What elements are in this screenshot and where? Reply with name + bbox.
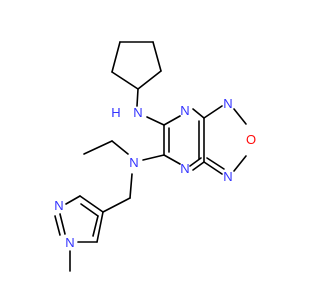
bond-oxadiazole xyxy=(203,161,223,175)
bond-pyrazole xyxy=(59,213,66,235)
atom-label-n-tertiary: N xyxy=(129,155,138,170)
bond-pyrazole-double xyxy=(54,215,61,236)
bond-cyclopentyl xyxy=(152,41,162,72)
molecule-structure-diagram: H N N N N O N N N N xyxy=(54,41,256,272)
bond-cyclopentyl-nh xyxy=(136,88,139,107)
bond-cyclopentyl xyxy=(137,70,162,90)
bond-oxadiazole xyxy=(233,108,247,125)
atom-label-n-pyrazine-top: N xyxy=(180,103,189,118)
bond-ntert-ch2 xyxy=(129,173,133,199)
bond-pyrazole-double xyxy=(92,215,99,237)
bond-pyrazole xyxy=(96,211,104,243)
atom-label-h: H xyxy=(111,105,120,120)
bond-oxadiazole-double xyxy=(206,157,225,170)
bond-pyrazine xyxy=(163,154,181,165)
bond-cyclopentyl xyxy=(111,71,139,90)
atom-label-n-pyrazole-1: N xyxy=(65,235,74,250)
bond-ethyl xyxy=(83,140,113,155)
atom-label-n-pyrazine-bottom: N xyxy=(180,161,189,176)
bond-oxadiazole xyxy=(233,155,247,172)
bond-pyrazine xyxy=(163,115,181,126)
bond-pyrazole xyxy=(79,195,104,213)
bond-pyrazole xyxy=(65,195,81,205)
bond-pyrazine xyxy=(192,161,205,171)
bond-pyrazine xyxy=(192,108,205,119)
bond-pyrazole-double xyxy=(80,203,99,217)
atom-label-n-amine: N xyxy=(133,105,142,120)
atom-label-layer: H N N N N O N N N N xyxy=(54,96,256,250)
bond-oxadiazole xyxy=(203,105,223,119)
bond-layer xyxy=(54,41,247,272)
bond-pyrazine-ntert xyxy=(142,154,165,161)
bond-cyclopentyl xyxy=(111,41,121,73)
atom-label-n-oxadiazole-top: N xyxy=(223,96,232,111)
atom-label-n-oxadiazole-bottom: N xyxy=(223,169,232,184)
bond-ntert-ethyl xyxy=(111,140,129,155)
atom-label-o-oxadiazole: O xyxy=(246,132,256,147)
bond-nh-pyrazine xyxy=(146,116,165,126)
bond-ch2-pyrazole xyxy=(102,197,131,213)
atom-label-n-pyrazole-2: N xyxy=(54,198,63,213)
